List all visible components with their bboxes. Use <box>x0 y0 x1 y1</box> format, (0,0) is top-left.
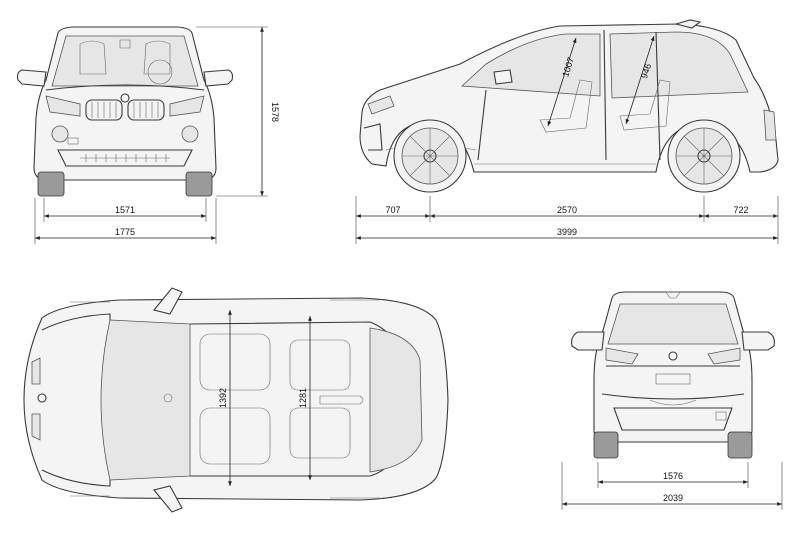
front-shoulder-label: 1392 <box>218 388 228 408</box>
front-view <box>16 26 234 197</box>
side-view <box>359 19 779 193</box>
front-overhang-label: 707 <box>385 205 400 215</box>
rear-shoulder-label: 1281 <box>298 388 308 408</box>
rear-headroom-label: 946 <box>639 62 653 79</box>
rear-dimensions: 1576 2039 <box>561 462 783 510</box>
length-label: 3999 <box>557 227 577 237</box>
rear-view <box>571 291 775 459</box>
mirror-width-label: 2039 <box>663 493 683 503</box>
front-dimensions: 1571 1775 1578 <box>34 26 280 244</box>
rear-track-label: 1576 <box>663 471 683 481</box>
front-track-label: 1571 <box>115 205 135 215</box>
front-headroom-line <box>547 37 577 127</box>
wheelbase-label: 2570 <box>557 205 577 215</box>
height-label: 1578 <box>270 102 280 122</box>
side-dimensions: 707 2570 722 3999 <box>355 196 779 244</box>
rear-headroom-line <box>625 35 655 125</box>
front-width-label: 1775 <box>115 227 135 237</box>
top-view <box>23 287 449 513</box>
rear-overhang-label: 722 <box>733 205 748 215</box>
